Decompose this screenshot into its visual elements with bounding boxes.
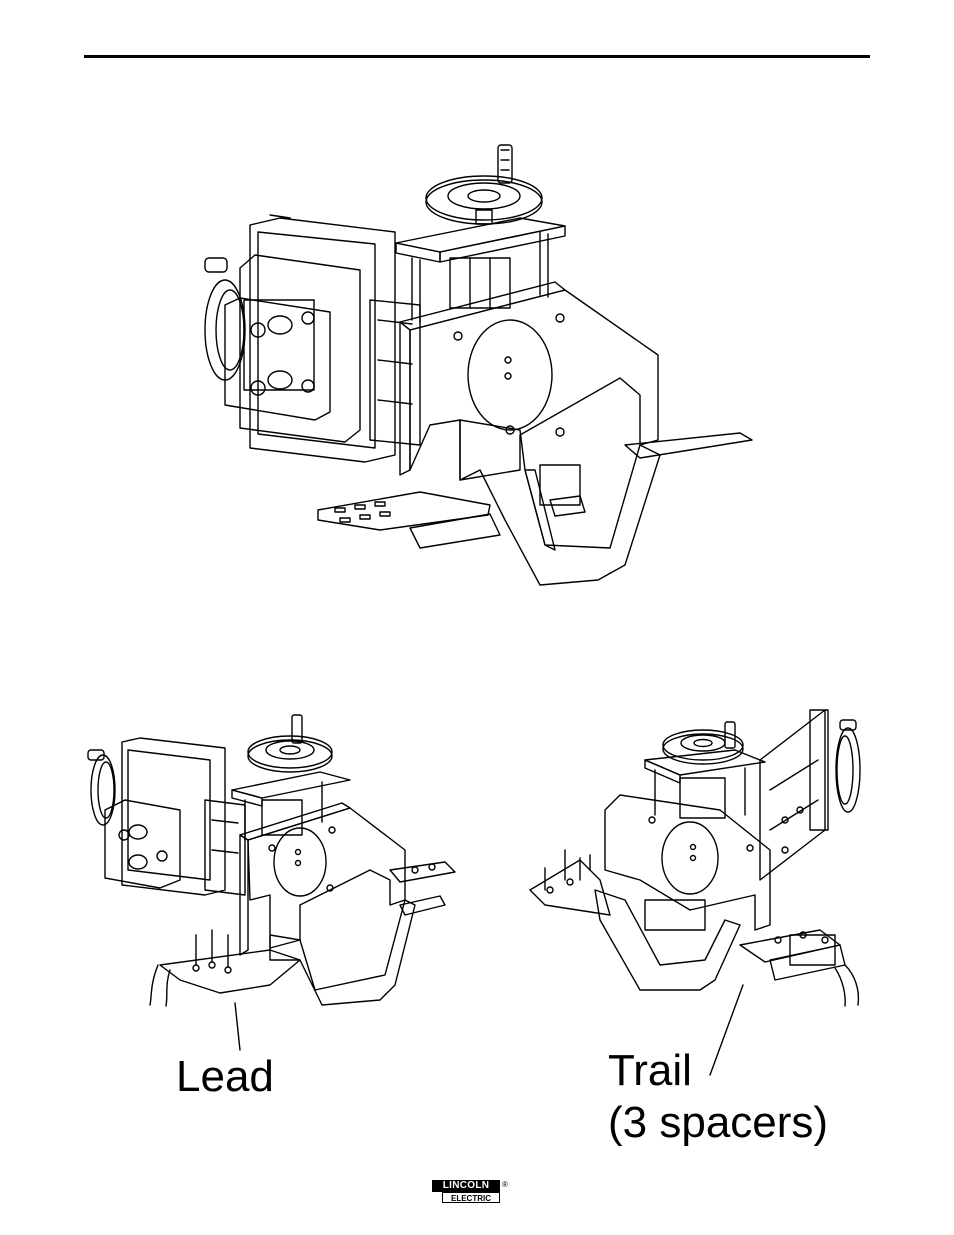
logo-top-text: LINCOLN xyxy=(432,1180,500,1192)
lead-leader-line xyxy=(235,1003,240,1050)
trail-assembly-drawing xyxy=(530,710,860,1075)
registered-mark: ® xyxy=(502,1180,508,1190)
top-assembly-drawing xyxy=(205,145,752,585)
lead-assembly-drawing xyxy=(88,715,455,1050)
trail-spacers-label: (3 spacers) xyxy=(608,1098,828,1148)
lead-label: Lead xyxy=(176,1052,274,1102)
trail-leader-line xyxy=(710,985,743,1075)
logo-bottom-text: ELECTRIC xyxy=(442,1192,500,1203)
trail-label: Trail xyxy=(608,1046,692,1096)
handwheel-icon xyxy=(426,145,542,224)
lincoln-electric-logo: LINCOLN ELECTRIC ® xyxy=(432,1180,512,1204)
